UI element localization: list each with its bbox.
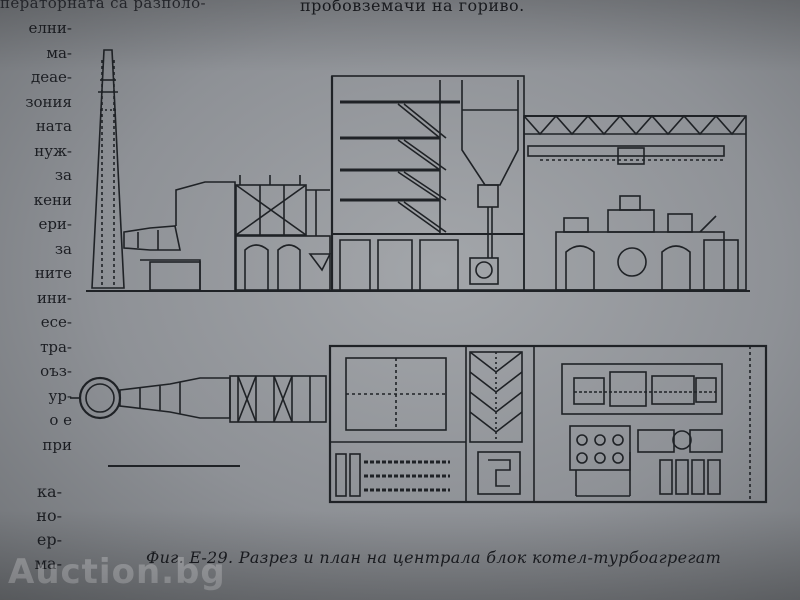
section-view [86,49,750,292]
margin-line: при [42,435,72,454]
margin-line: о е [49,411,72,429]
turbine-hall [523,114,747,291]
margin-line: ка- [37,482,62,501]
margin-line: есе- [40,313,72,331]
electrostatic-precipitator [175,175,332,291]
margin-line: ма- [46,43,72,62]
margin-line: тра- [40,337,72,356]
plan-view [70,344,768,504]
margin-line: ер- [36,530,62,549]
margin-line: кени [33,190,72,209]
top-fragment-text: пробовземачи на гориво. [300,0,525,15]
margin-line: ма- [34,554,62,573]
margin-line: ните [34,264,72,282]
left-margin-text-bottom: ка-но-ер-ма- [0,480,62,576]
margin-line: но- [36,506,62,525]
watermark-text: Auction.bg [8,552,226,592]
margin-line: ната [35,117,72,135]
margin-line: ини- [36,288,72,307]
margin-line: оъз- [40,362,72,380]
left-margin-text: елни-ма-деае-зония ната нуж-за кени ери-за ни… [0,16,72,457]
chimney [91,49,125,289]
margin-line: за [54,166,72,184]
margin-line: зония [25,92,72,111]
margin-line: ери- [38,215,72,233]
margin-line: за [54,239,72,258]
boiler-house [330,75,525,291]
figure-caption: Фиг. Е-29. Разрез и план на централа бло… [146,548,722,567]
margin-line: ур- [48,386,73,405]
margin-line: нуж- [34,141,72,160]
top-fragment-left: ператорната са разполо- [0,0,206,12]
margin-line: деае- [30,68,72,86]
margin-line: елни- [28,19,72,37]
